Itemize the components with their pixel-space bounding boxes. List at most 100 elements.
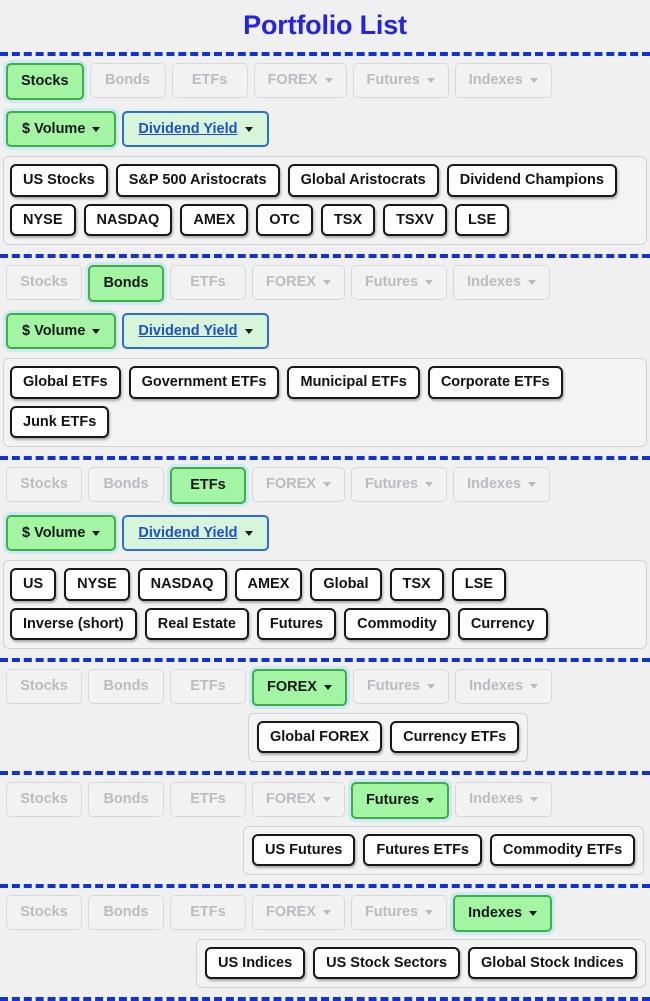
tab-indexes[interactable]: Indexes: [455, 669, 553, 704]
sort-button-dividend-yield[interactable]: Dividend Yield: [122, 514, 269, 551]
list-item[interactable]: AMEX: [234, 568, 303, 601]
tab-forex[interactable]: FOREX: [252, 265, 345, 300]
list-item[interactable]: US: [10, 568, 57, 601]
tab-stocks[interactable]: Stocks: [6, 669, 82, 704]
list-item[interactable]: US Futures: [252, 833, 356, 866]
list-item[interactable]: Global ETFs: [10, 366, 121, 399]
tab-indexes[interactable]: Indexes: [454, 63, 552, 98]
tab-stocks[interactable]: Stocks: [6, 782, 82, 817]
list-item[interactable]: Corporate ETFs: [427, 366, 563, 399]
tab-etfs[interactable]: ETFs: [170, 265, 246, 300]
sort-button-volume[interactable]: $ Volume: [6, 312, 117, 349]
panel-spacer: [0, 706, 248, 772]
list-item[interactable]: Futures ETFs: [363, 833, 482, 866]
tab-forex[interactable]: FOREX: [252, 895, 345, 930]
tab-indexes[interactable]: Indexes: [453, 467, 551, 502]
list-item[interactable]: Junk ETFs: [10, 405, 110, 438]
tab-etfs[interactable]: ETFs: [170, 895, 246, 930]
list-item[interactable]: US Indices: [205, 946, 306, 979]
tab-etfs[interactable]: ETFs: [171, 63, 248, 98]
list-item[interactable]: Currency: [457, 607, 548, 640]
tab-forex[interactable]: FOREX: [252, 669, 347, 706]
list-item[interactable]: AMEX: [180, 203, 249, 236]
tab-bonds[interactable]: Bonds: [89, 63, 166, 98]
tab-label: Bonds: [103, 275, 149, 291]
sort-button-dividend-yield[interactable]: Dividend Yield: [122, 110, 269, 147]
tab-label: ETFs: [190, 477, 226, 493]
tab-futures[interactable]: Futures: [350, 782, 450, 819]
tab-futures[interactable]: Futures: [352, 669, 450, 704]
list-item[interactable]: Real Estate: [144, 607, 249, 640]
list-item[interactable]: S&P 500 Aristocrats: [115, 164, 280, 197]
tab-label: Stocks: [20, 274, 68, 290]
list-item[interactable]: NASDAQ: [83, 203, 173, 236]
tab-label: Futures: [366, 678, 421, 694]
sort-button-label: $ Volume: [22, 524, 86, 541]
list-item[interactable]: LSE: [454, 203, 510, 236]
tab-indexes[interactable]: Indexes: [453, 895, 553, 932]
list-item[interactable]: US Stocks: [10, 164, 108, 197]
list-item[interactable]: TSX: [389, 568, 444, 601]
list-item[interactable]: TSX: [320, 203, 376, 236]
tab-stocks[interactable]: Stocks: [6, 895, 82, 930]
list-item[interactable]: Municipal ETFs: [287, 366, 420, 399]
tab-etfs[interactable]: ETFs: [170, 782, 246, 817]
list-item[interactable]: Global FOREX: [257, 720, 383, 753]
tab-bonds[interactable]: Bonds: [88, 669, 164, 704]
tab-etfs[interactable]: ETFs: [170, 669, 246, 704]
tab-stocks[interactable]: Stocks: [6, 265, 82, 300]
list-item[interactable]: NYSE: [10, 203, 76, 236]
list-item[interactable]: Inverse (short): [10, 607, 137, 640]
tab-futures[interactable]: Futures: [352, 63, 449, 98]
sort-button-label: Dividend Yield: [138, 322, 238, 339]
tab-futures[interactable]: Futures: [350, 895, 448, 930]
tab-indexes[interactable]: Indexes: [453, 265, 551, 300]
list-item[interactable]: Global: [310, 568, 382, 601]
tab-label: Futures: [364, 274, 419, 290]
caret-down-icon: [322, 797, 331, 803]
sort-button-volume[interactable]: $ Volume: [6, 110, 117, 147]
tab-futures[interactable]: Futures: [350, 467, 448, 502]
list-item[interactable]: Dividend Champions: [446, 164, 617, 197]
tab-forex[interactable]: FOREX: [252, 467, 345, 502]
list-item[interactable]: TSXV: [383, 203, 447, 236]
tab-label: ETFs: [190, 904, 226, 920]
sort-button-volume[interactable]: $ Volume: [6, 514, 117, 551]
tab-etfs[interactable]: ETFs: [170, 467, 246, 504]
list-item[interactable]: LSE: [451, 568, 506, 601]
caret-down-icon: [244, 126, 253, 132]
list-item[interactable]: Commodity: [344, 607, 450, 640]
tab-forex[interactable]: FOREX: [252, 782, 345, 817]
sort-button-label: Dividend Yield: [138, 524, 238, 541]
tab-bonds[interactable]: Bonds: [88, 782, 164, 817]
tab-label: Bonds: [103, 904, 149, 920]
tab-bonds[interactable]: Bonds: [88, 265, 164, 302]
tab-indexes[interactable]: Indexes: [455, 782, 553, 817]
tab-stocks[interactable]: Stocks: [6, 63, 84, 100]
list-item[interactable]: US Stock Sectors: [313, 946, 461, 979]
list-item[interactable]: Global Aristocrats: [287, 164, 439, 197]
list-item[interactable]: Global Stock Indices: [468, 946, 637, 979]
tab-bonds[interactable]: Bonds: [88, 467, 164, 502]
caret-down-icon: [323, 685, 332, 691]
tab-bonds[interactable]: Bonds: [88, 895, 164, 930]
caret-down-icon: [244, 530, 253, 536]
caret-down-icon: [530, 797, 539, 803]
list-item[interactable]: Currency ETFs: [390, 720, 520, 753]
tab-stocks[interactable]: Stocks: [6, 467, 82, 502]
page-title: Portfolio List: [243, 10, 407, 40]
list-item[interactable]: NYSE: [64, 568, 130, 601]
tab-forex[interactable]: FOREX: [253, 63, 347, 98]
tab-label: Bonds: [103, 791, 149, 807]
sort-button-dividend-yield[interactable]: Dividend Yield: [122, 312, 269, 349]
tab-label: FOREX: [266, 274, 316, 290]
list-item[interactable]: Futures: [256, 607, 337, 640]
list-item[interactable]: NASDAQ: [137, 568, 227, 601]
list-item[interactable]: Government ETFs: [128, 366, 280, 399]
tab-futures[interactable]: Futures: [350, 265, 448, 300]
list-item[interactable]: OTC: [256, 203, 313, 236]
list-item[interactable]: Commodity ETFs: [490, 833, 636, 866]
